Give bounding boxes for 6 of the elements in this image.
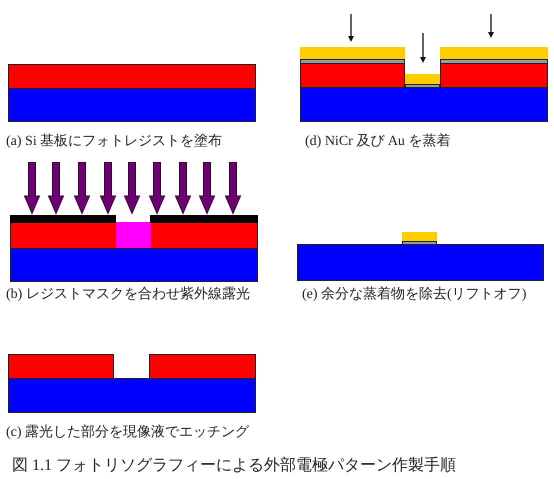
step-caption: (e) 余分な蒸着物を除去(リフトオフ) xyxy=(302,286,526,303)
figure-caption: 図 1.1 フォトリソグラフィーによる外部電極パターン作製手順 xyxy=(12,456,456,475)
step-caption: (b) レジストマスクを合わせ紫外線露光 xyxy=(6,286,250,303)
step-caption: (a) Si 基板にフォトレジストを塗布 xyxy=(6,133,222,150)
step-caption: (d) NiCr 及び Au を蒸着 xyxy=(305,133,450,150)
step-caption: (c) 露光した部分を現像液でエッチング xyxy=(6,424,250,441)
